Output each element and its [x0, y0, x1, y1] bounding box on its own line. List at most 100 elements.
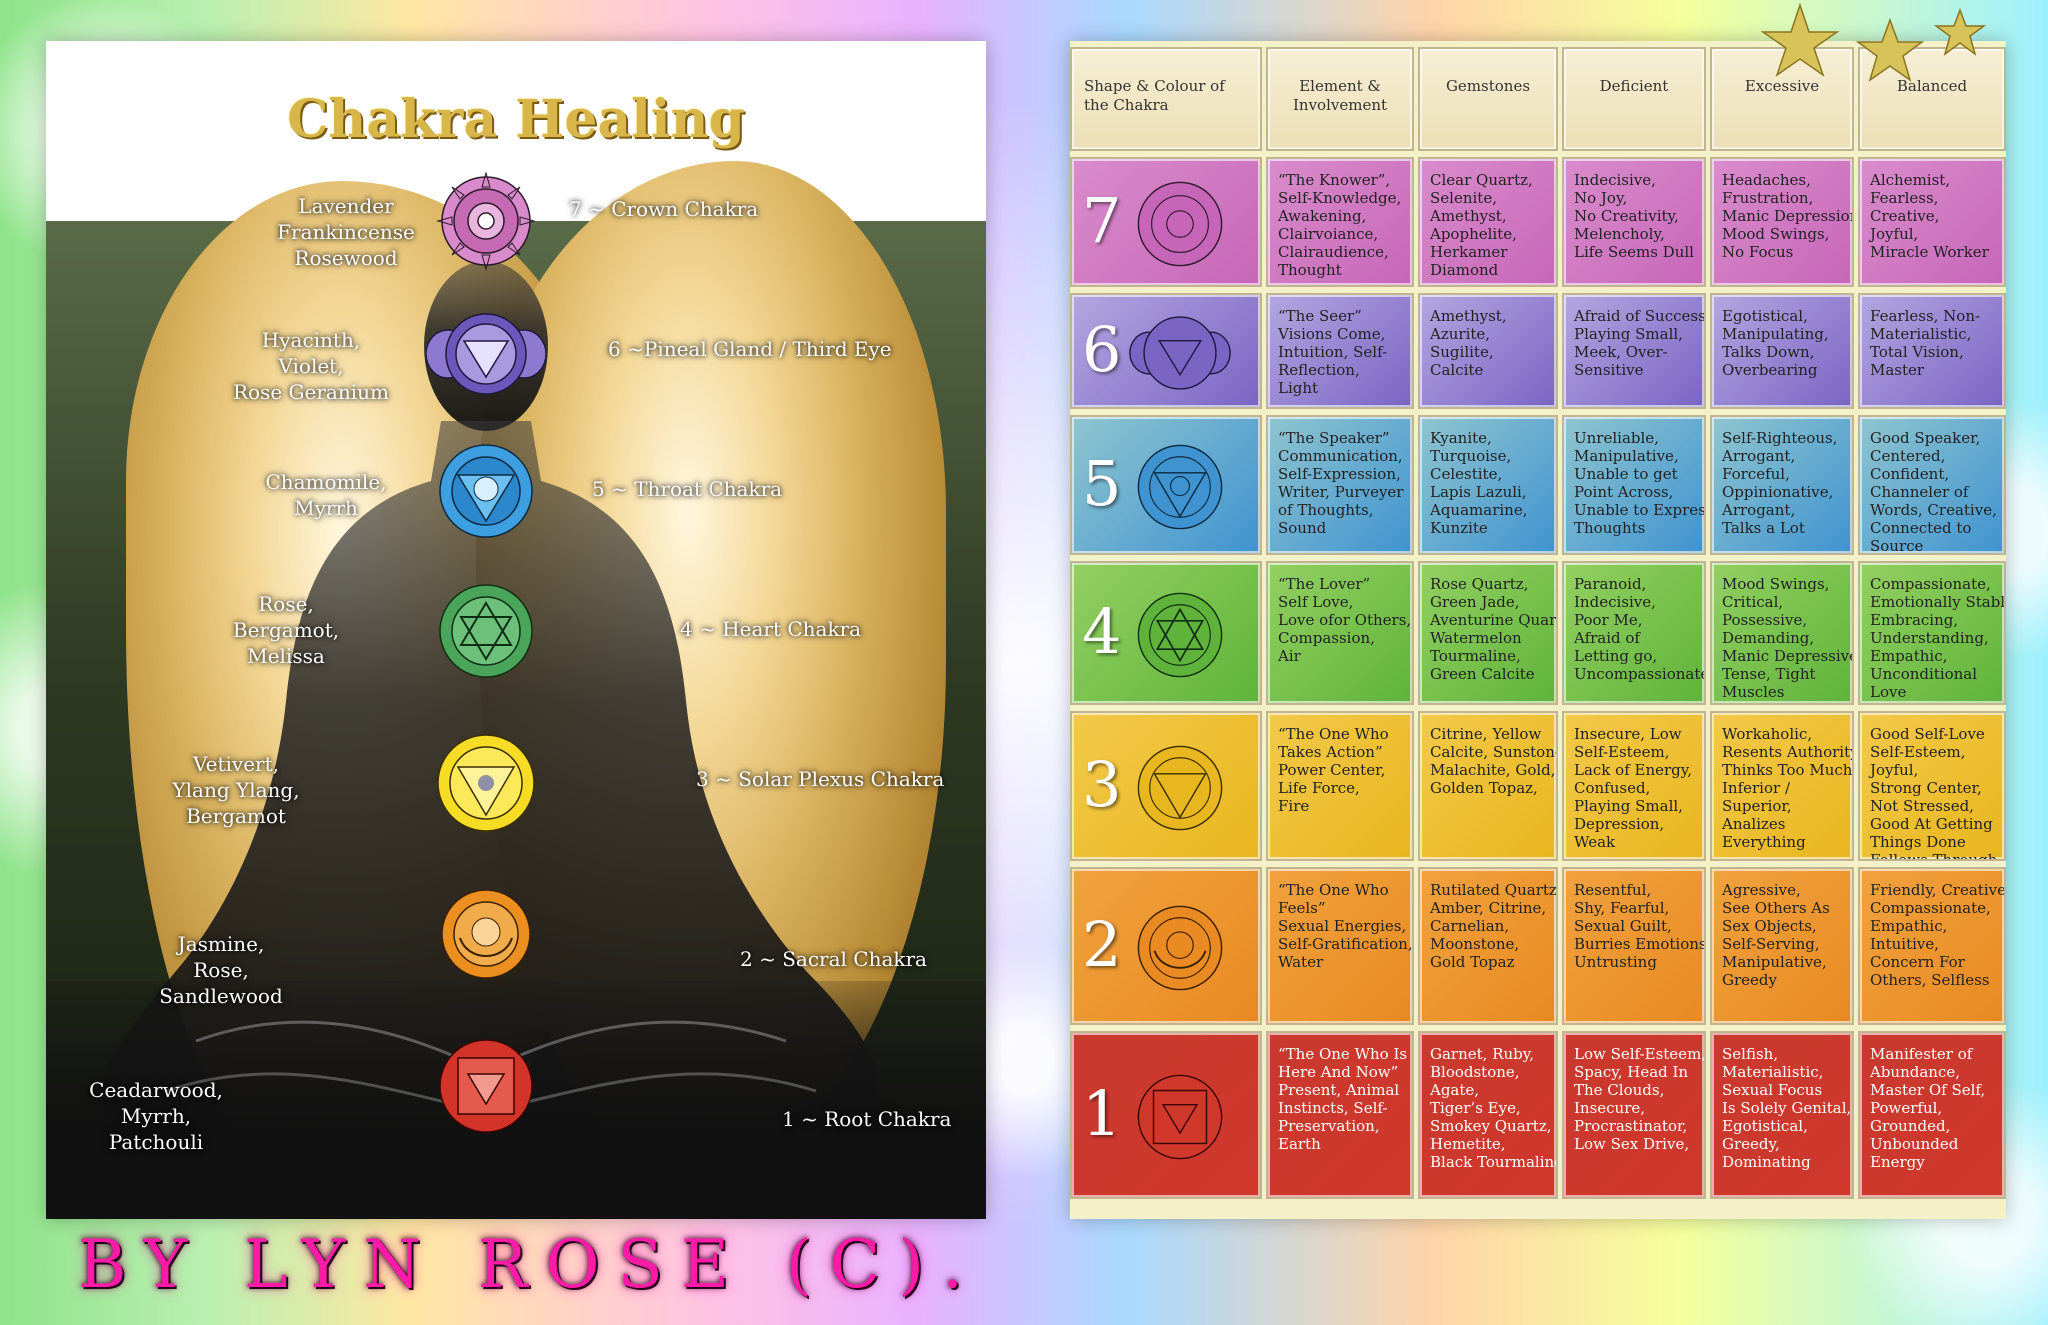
cell-line: Sensitive	[1574, 361, 1644, 379]
header-gemstones: Gemstones	[1418, 47, 1558, 151]
poster-title: Chakra Healing	[287, 89, 745, 150]
cell-line: Compassionate,	[1870, 899, 1991, 917]
cell-line: Source	[1870, 537, 1924, 555]
cell-line: Visions Come,	[1278, 325, 1386, 343]
oils-solar-plexus: Vetivert, Ylang Ylang, Bergamot	[172, 752, 300, 828]
cell-line: Emotionally Stable,	[1870, 593, 2006, 611]
cell-line: Communication,	[1278, 447, 1403, 465]
cell-line: Sexual Focus	[1722, 1081, 1823, 1099]
row-number: 5	[1082, 447, 1122, 520]
header-deficient: Deficient	[1562, 47, 1706, 151]
cell-line: Aquamarine,	[1430, 501, 1528, 519]
cell-line: Compassion,	[1278, 629, 1375, 647]
cell-element-5: “The Speaker”Communication,Self-Expressi…	[1266, 415, 1414, 555]
cell-line: Selfish,	[1722, 1045, 1779, 1063]
cell-line: Instincts, Self-	[1278, 1099, 1388, 1117]
cell-line: Low Self-Esteem,	[1574, 1045, 1706, 1063]
cell-line: Fearless, Non-	[1870, 307, 1981, 325]
chakra-label-throat: 5 ~ Throat Chakra	[592, 477, 783, 501]
cell-balanced-5: Good Speaker,Centered,Confident,Channele…	[1858, 415, 2006, 555]
cell-line: Turquoise,	[1430, 447, 1512, 465]
chakra-label-root: 1 ~ Root Chakra	[782, 1107, 952, 1131]
cell-line: Resentful,	[1574, 881, 1652, 899]
row-number: 1	[1082, 1077, 1122, 1150]
row-shape-3: 3	[1070, 711, 1262, 861]
cell-line: Citrine, Yellow	[1430, 725, 1542, 743]
cell-line: Afraid of	[1574, 629, 1640, 647]
cell-line: Agate,	[1430, 1081, 1480, 1099]
cell-line: Herkamer	[1430, 243, 1508, 261]
cell-line: Water	[1278, 953, 1324, 971]
cell-line: Kyanite,	[1430, 429, 1492, 447]
cell-line: Energy	[1870, 1153, 1925, 1171]
third-eye-chakra-icon	[426, 313, 546, 395]
cell-line: “The One Who	[1278, 881, 1389, 899]
cell-line: Self-Expression,	[1278, 465, 1401, 483]
row-shape-1: 1	[1070, 1031, 1262, 1199]
cell-line: Analizes	[1722, 815, 1786, 833]
cell-line: Carnelian,	[1430, 917, 1510, 935]
cell-line: Tense, Tight	[1722, 665, 1816, 683]
cell-line: Malachite, Gold,	[1430, 761, 1556, 779]
cell-line: Master	[1870, 361, 1925, 379]
root-chakra-icon	[1137, 1074, 1223, 1160]
cell-line: Concern For	[1870, 953, 1965, 971]
cell-line: No Creativity,	[1574, 207, 1679, 225]
cell-line: Insecure,	[1574, 1099, 1646, 1117]
cell-line: Power Center,	[1278, 761, 1386, 779]
cell-line: Abundance,	[1870, 1063, 1961, 1081]
cell-line: Workaholic,	[1722, 725, 1813, 743]
cell-deficient-7: Indecisive,No Joy,No Creativity,Melencho…	[1562, 157, 1706, 287]
cell-line: Amber, Citrine,	[1430, 899, 1547, 917]
cell-line: Self Love,	[1278, 593, 1354, 611]
cell-line: Love ofor Others,	[1278, 611, 1412, 629]
cell-line: Powerful,	[1870, 1099, 1943, 1117]
chakra-label-sacral: 2 ~ Sacral Chakra	[740, 947, 927, 971]
cell-line: No Joy,	[1574, 189, 1628, 207]
throat-chakra-icon	[439, 444, 533, 538]
cell-line: Dominating	[1722, 1153, 1811, 1171]
cell-line: Afraid of Success	[1574, 307, 1706, 325]
chakra-label-third-eye: 6 ~Pineal Gland / Third Eye	[608, 337, 892, 361]
cell-line: Manifester of	[1870, 1045, 1973, 1063]
cell-line: Procrastinator,	[1574, 1117, 1688, 1135]
cell-line: Headaches,	[1722, 171, 1811, 189]
cell-line: Paranoid,	[1574, 575, 1647, 593]
cell-line: Indecisive,	[1574, 593, 1656, 611]
cell-line: Indecisive,	[1574, 171, 1656, 189]
row-number: 6	[1082, 313, 1122, 386]
cell-line: Feels”	[1278, 899, 1326, 917]
cell-line: Burries Emotions,	[1574, 935, 1706, 953]
cell-line: Preservation,	[1278, 1117, 1380, 1135]
cell-line: Empathic,	[1870, 917, 1948, 935]
cell-gemstones-6: Amethyst,Azurite,Sugilite,Calcite	[1418, 293, 1558, 409]
cell-line: Selenite,	[1430, 189, 1497, 207]
cell-line: Manic Depression	[1722, 207, 1854, 225]
cell-line: Greedy	[1722, 971, 1777, 989]
cell-excessive-4: Mood Swings,Critical,Possessive,Demandin…	[1710, 561, 1854, 705]
row-shape-4: 4	[1070, 561, 1262, 705]
cell-line: Mood Swings,	[1722, 225, 1830, 243]
cell-line: Here And Now”	[1278, 1063, 1399, 1081]
oils-heart: Rose, Bergamot, Melissa	[232, 592, 340, 668]
cell-line: Thoughts	[1574, 519, 1646, 537]
throat-chakra-icon	[1137, 444, 1223, 530]
cell-gemstones-5: Kyanite,Turquoise,Celestite,Lapis Lazuli…	[1418, 415, 1558, 555]
cell-balanced-4: Compassionate,Emotionally Stable,Embraci…	[1858, 561, 2006, 705]
cell-line: Bloodstone,	[1430, 1063, 1520, 1081]
cell-line: Playing Small,	[1574, 797, 1683, 815]
solar-plexus-chakra-icon	[437, 734, 535, 832]
cell-line: Agressive,	[1722, 881, 1801, 899]
cell-line: Kunzite	[1430, 519, 1488, 537]
cell-line: Diamond	[1430, 261, 1499, 279]
cell-line: “The Lover”	[1278, 575, 1371, 593]
row-number: 2	[1082, 908, 1122, 981]
cell-gemstones-1: Garnet, Ruby,Bloodstone,Agate,Tiger’s Ey…	[1418, 1031, 1558, 1199]
cell-line: Reflection,	[1278, 361, 1360, 379]
cell-line: of Thoughts,	[1278, 501, 1374, 519]
cell-line: Garnet, Ruby,	[1430, 1045, 1535, 1063]
